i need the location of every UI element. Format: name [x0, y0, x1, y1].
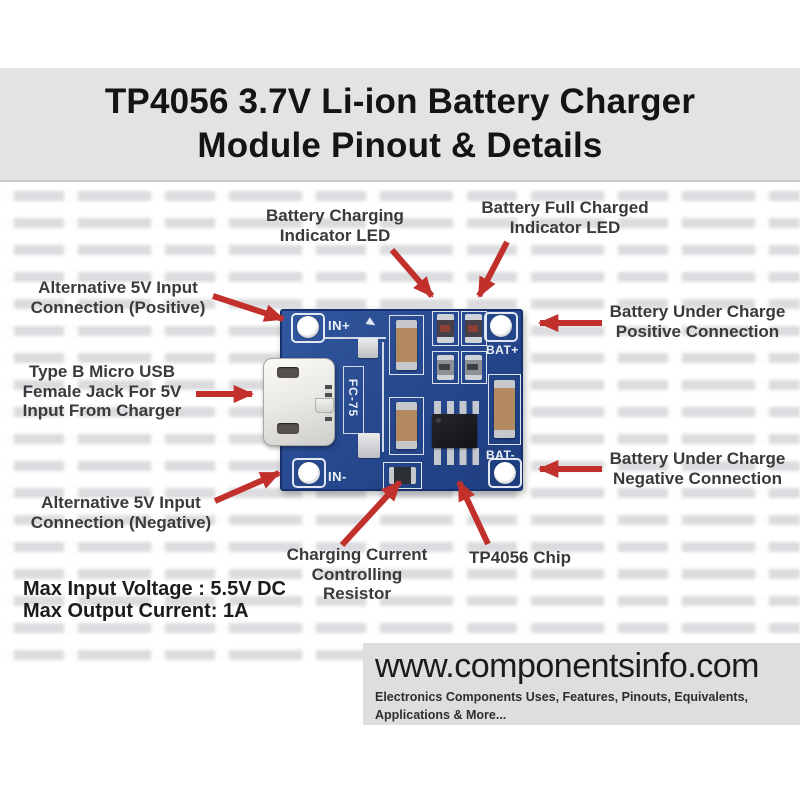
usb-mount-tab	[315, 398, 334, 413]
smd-resistor	[396, 402, 417, 449]
callout-charging-led: Battery Charging Indicator LED	[266, 206, 404, 245]
callout-micro-usb: Type B Micro USB Female Jack For 5V Inpu…	[22, 362, 182, 421]
chip-pins	[434, 401, 479, 414]
full-charge-indicator-led	[465, 314, 482, 343]
silkscreen-label-bat-minus: BAT-	[486, 448, 516, 462]
smd-resistor	[494, 380, 515, 438]
silkscreen-usb-outline	[343, 366, 364, 434]
tp4056-chip	[432, 414, 477, 448]
silkscreen-outline	[389, 397, 424, 455]
current-programming-resistor	[389, 467, 416, 484]
silkscreen-label-bat-plus: BAT+	[486, 343, 519, 357]
callout-battery-negative: Battery Under Charge Negative Connection	[609, 449, 786, 488]
silkscreen-outline	[461, 351, 487, 384]
callout-tp4056-chip: TP4056 Chip	[468, 548, 572, 567]
silkscreen-line	[382, 342, 384, 452]
smd-resistor	[396, 320, 417, 370]
smd-component	[437, 355, 454, 380]
silkscreen-outline	[383, 462, 422, 489]
usb-anchor-slot	[277, 367, 299, 378]
callout-full-charged-led: Battery Full Charged Indicator LED	[481, 198, 649, 237]
tin-pad	[358, 338, 378, 358]
usb-anchor-slot	[277, 423, 299, 434]
silkscreen-corner-box	[292, 458, 326, 488]
silkscreen-corner-box	[488, 458, 522, 488]
silkscreen-outline	[432, 351, 459, 384]
footer-credit-box: www.componentsinfo.com Electronics Compo…	[363, 643, 800, 725]
pcb-module: IN+ IN- BAT+ BAT- FC-75	[263, 309, 523, 491]
pad-hole-bat-plus	[490, 315, 512, 337]
tin-pad	[358, 433, 380, 458]
chip-pins	[434, 448, 479, 465]
title-banner: TP4056 3.7V Li-ion Battery Charger Modul…	[0, 68, 800, 182]
polarity-mark-icon	[365, 317, 378, 329]
silkscreen-outline	[389, 315, 424, 375]
silkscreen-label-fc75: FC-75	[346, 378, 360, 418]
silkscreen-corner-box	[484, 312, 518, 342]
silkscreen-corner-box	[291, 313, 325, 343]
pad-hole-in-minus	[298, 462, 320, 484]
page-title: TP4056 3.7V Li-ion Battery Charger Modul…	[104, 82, 696, 165]
callout-alt-5v-positive: Alternative 5V Input Connection (Positiv…	[30, 278, 206, 317]
callout-charging-resistor: Charging Current Controlling Resistor	[286, 545, 428, 604]
silkscreen-outline	[432, 311, 459, 346]
silkscreen-outline	[461, 311, 487, 346]
charging-indicator-led	[437, 314, 454, 343]
smd-component	[465, 355, 482, 380]
silkscreen-outline	[488, 374, 521, 445]
pad-hole-bat-minus	[494, 462, 516, 484]
callout-battery-positive: Battery Under Charge Positive Connection	[609, 302, 786, 341]
silkscreen-line	[324, 337, 386, 339]
pad-hole-in-plus	[297, 316, 319, 338]
callout-alt-5v-negative: Alternative 5V Input Connection (Negativ…	[30, 493, 212, 532]
silkscreen-label-in-plus: IN+	[328, 318, 351, 333]
silkscreen-label-in-minus: IN-	[328, 469, 347, 484]
website-url: www.componentsinfo.com	[375, 647, 759, 685]
website-tagline: Electronics Components Uses, Features, P…	[375, 689, 749, 722]
max-ratings-text: Max Input Voltage : 5.5V DC Max Output C…	[23, 578, 286, 622]
